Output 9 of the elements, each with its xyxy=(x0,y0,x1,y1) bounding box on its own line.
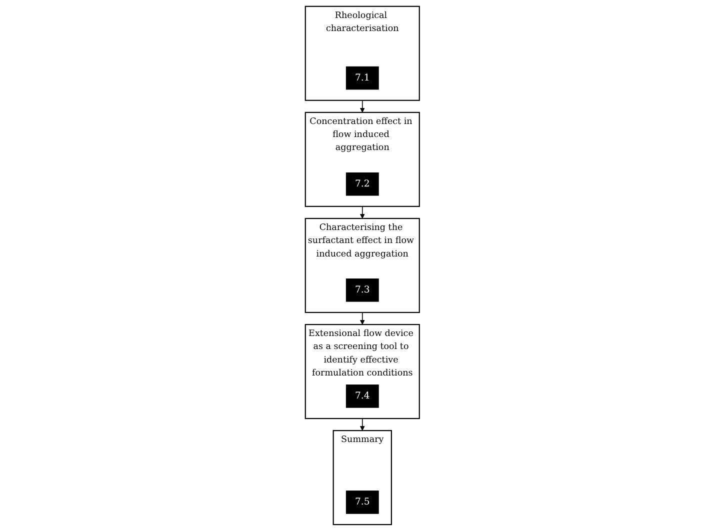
node-box: 7.5 xyxy=(346,490,378,514)
node-box: 7.2 xyxy=(346,172,378,196)
arrow xyxy=(360,206,364,219)
arrow xyxy=(360,100,364,113)
node-box: 7.4 xyxy=(346,384,378,408)
arrow xyxy=(360,312,364,325)
node-box: 7.1 xyxy=(346,66,378,90)
arrow xyxy=(360,418,364,431)
node-box: 7.3 xyxy=(346,278,378,302)
